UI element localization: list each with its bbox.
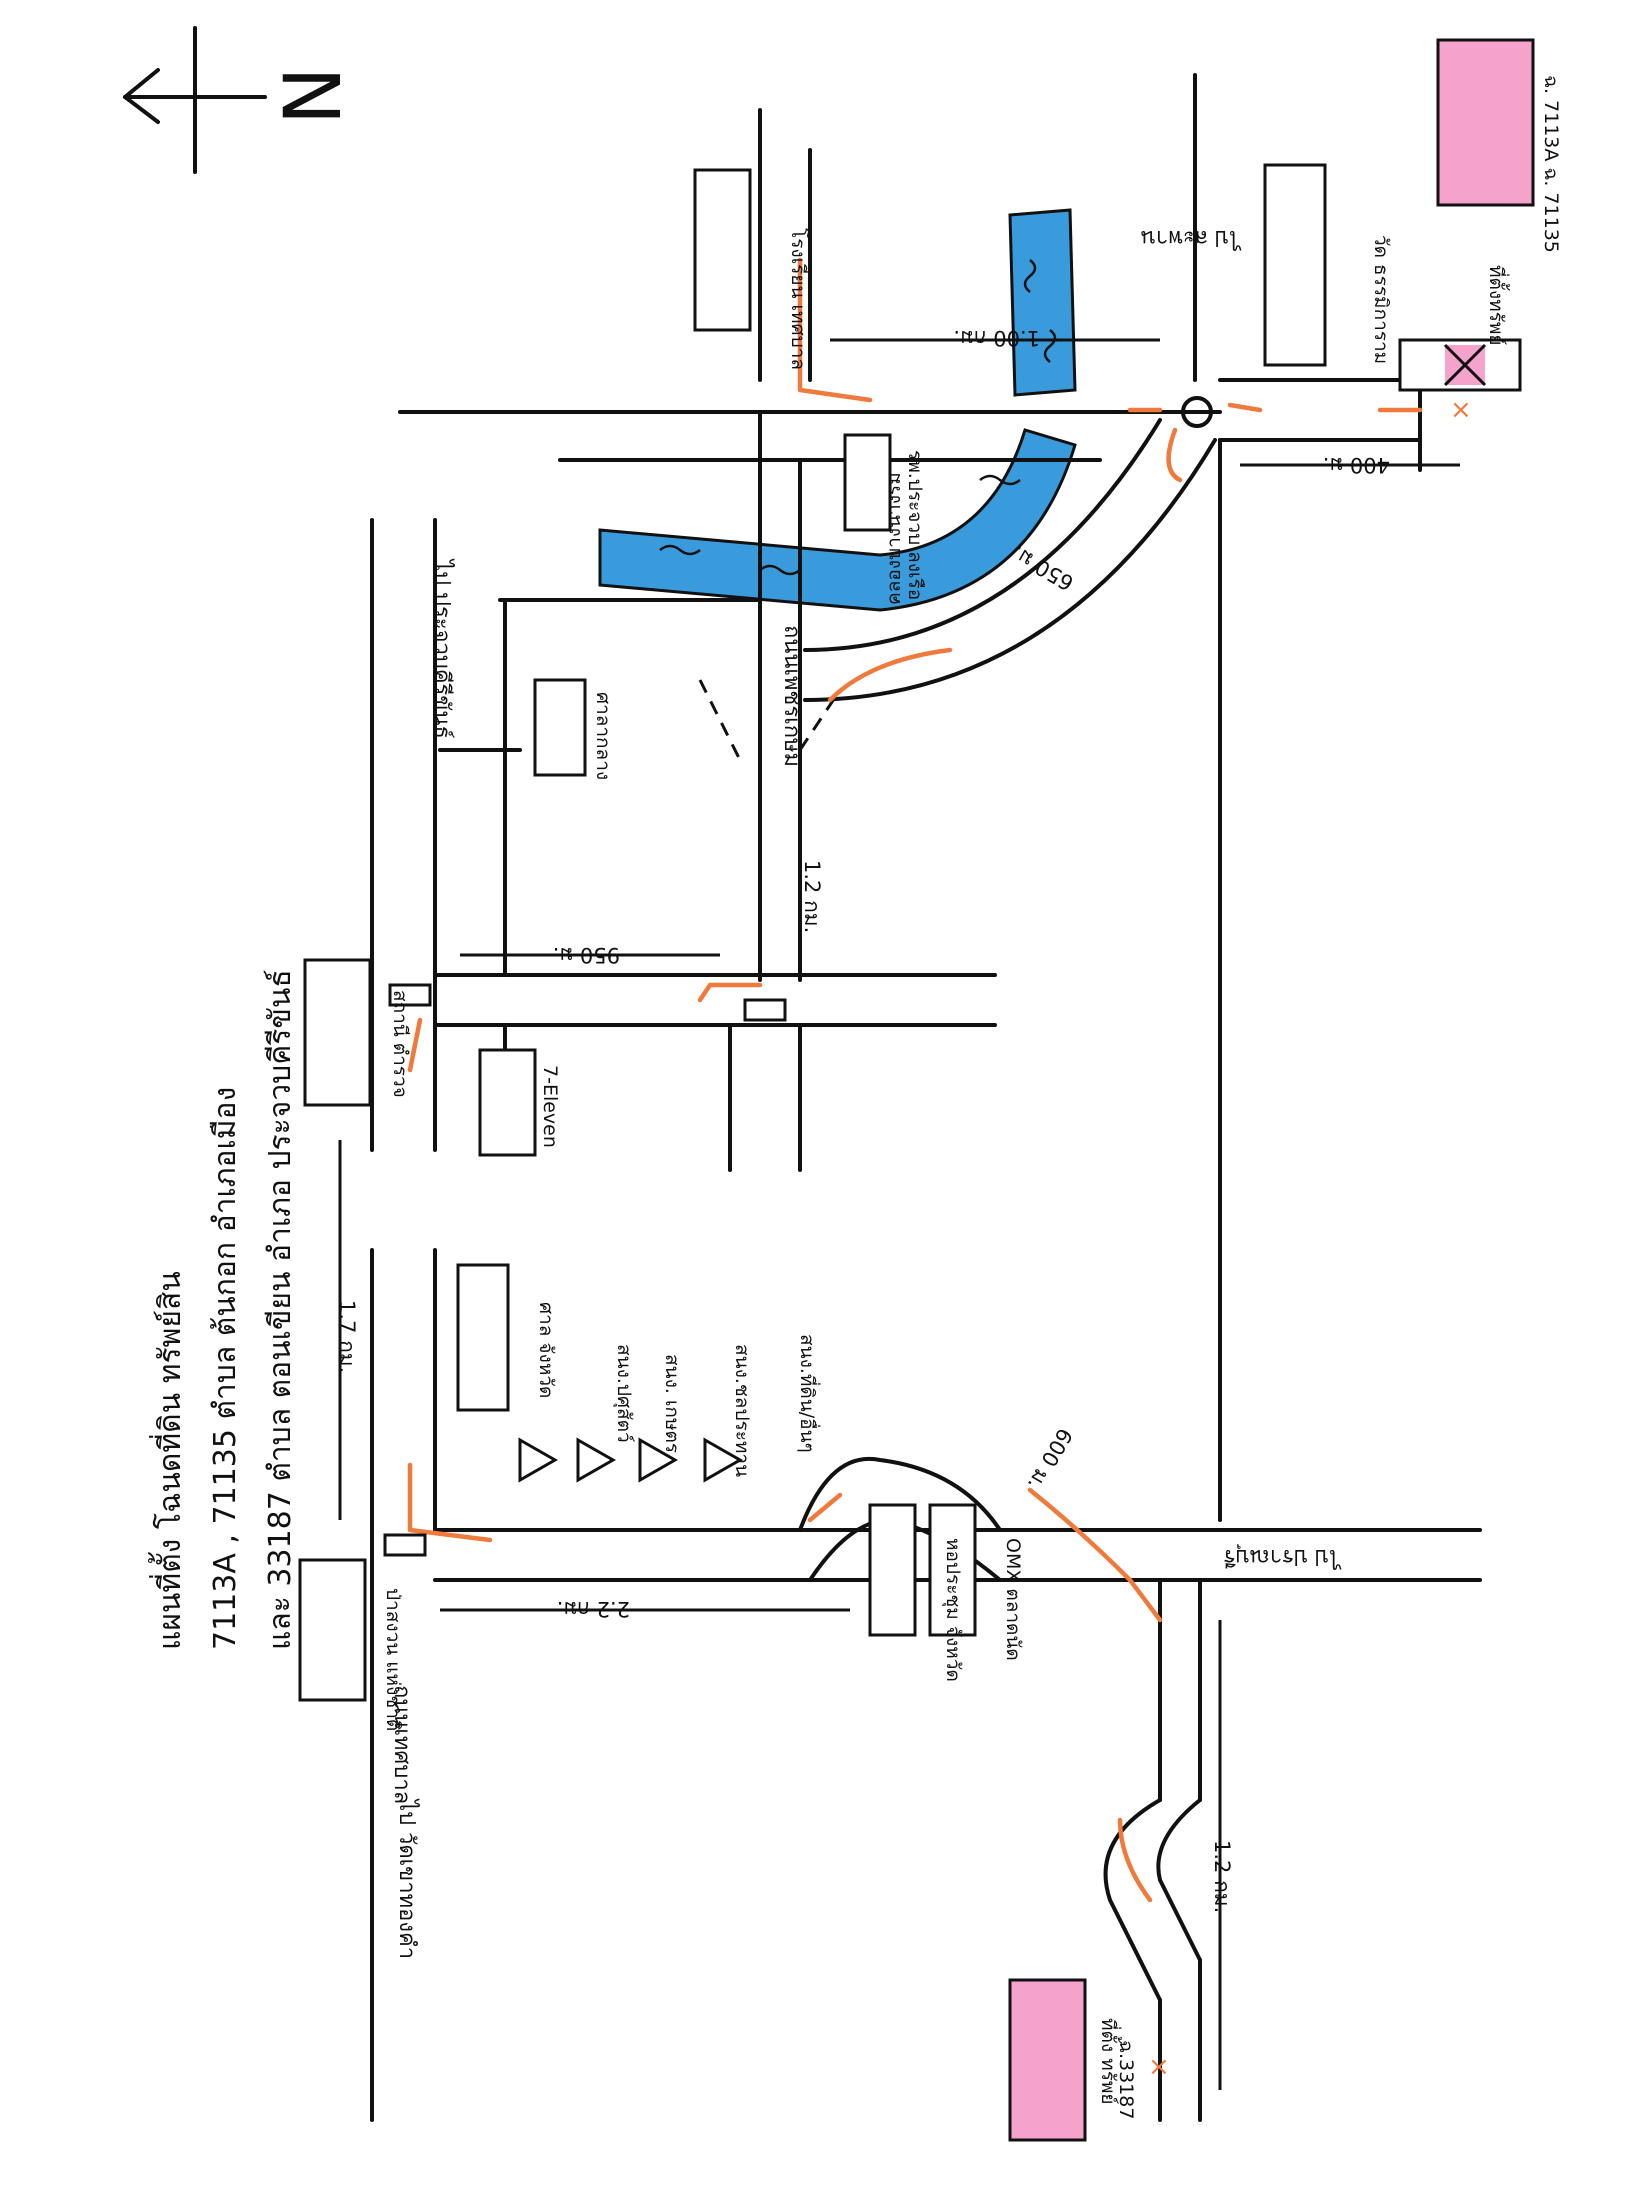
target-top-label: ที่ตั้งทรัพย์ xyxy=(1485,265,1510,346)
title-line-3: และ 33187 ตำบล ตอนเขียน อำเภอ ประจวบคีรี… xyxy=(263,969,298,1650)
target-bottom xyxy=(1008,1978,1087,2142)
landmark-temple: วัด ธรรมิการาม xyxy=(1370,235,1392,364)
landmark-school: โรงเรียน เทศบาล xyxy=(787,228,810,370)
route xyxy=(407,257,1423,1903)
distance-950m: 950 ม. xyxy=(553,943,620,967)
landmark-hospital: รพ.ประจวบ ลงเรือ xyxy=(904,450,926,600)
landmark-market: ศาล จังหวัด xyxy=(535,1302,557,1398)
target-bottom-label: ที่ตั้ง ทรัพย์ xyxy=(1097,2018,1122,2105)
distance-2-2km: 2.2 กม. xyxy=(557,1597,630,1621)
title-block: แผนที่ตั้ง โฉนดที่ดิน ทรัพย์สิน 7113A , … xyxy=(148,969,298,1650)
road-to-saphan: ไป สะพาน xyxy=(1141,225,1242,251)
compass: N xyxy=(123,26,359,174)
office-irrigation: สนง.ชลประทาน xyxy=(731,1344,753,1477)
road-municipal: ถนนเทศบาล xyxy=(389,1685,414,1804)
target-marker-bottom: × xyxy=(1148,2052,1170,2082)
title-line-2: 7113A , 71135 ตำบล ต้นกอก อำเภอเมือง xyxy=(208,1087,243,1650)
distance-1km: 1.00 กม. xyxy=(953,326,1040,350)
title-line-1: แผนที่ตั้ง โฉนดที่ดิน ทรัพย์สิน xyxy=(148,1271,188,1650)
road-to-wat: ไป วัดเขาทองคำ xyxy=(394,1798,420,1959)
distance-600m: 600 ม. xyxy=(1023,1424,1077,1494)
target-top-deeds: ฉ. 7113A ฉ. 71135 xyxy=(1540,75,1562,253)
distance-400m: 400 ม. xyxy=(1323,453,1390,477)
landmark-station: ป่าสงวน แห่งชาติ xyxy=(382,1588,404,1731)
landmark-city-hall: หอประชุม จังหวัด xyxy=(941,1538,964,1682)
distance-1-2km-b: 1.2 กม. xyxy=(1210,1840,1234,1913)
landmarks xyxy=(298,163,1327,1702)
road-main-street: ถนนเพชรเกษม xyxy=(779,625,804,767)
compass-letter: N xyxy=(269,67,359,125)
distance-650m: 650 ม. xyxy=(1008,541,1078,595)
landmark-court: ศาลากลาง xyxy=(592,692,614,780)
target-bottom-deed: ฉ.33187 xyxy=(1115,2040,1137,2119)
river xyxy=(598,208,1077,612)
offices xyxy=(518,1437,744,1483)
dimensions xyxy=(338,338,1460,2090)
road-to-pran: ไป ปราณบุรี xyxy=(1223,1544,1342,1570)
traffic-light xyxy=(383,983,787,1557)
roads xyxy=(370,73,1482,2122)
landmark-omx: OMX ตลาดนัด xyxy=(1002,1538,1024,1661)
distance-1-2km-a: 1.2 กม. xyxy=(800,860,824,933)
office-livestock: สนง.ปศุสัตว์ xyxy=(612,1344,635,1443)
landmark-police: สถานี ตำรวจ xyxy=(389,990,411,1098)
office-agriculture: สนง. เกษตร xyxy=(661,1354,683,1453)
target-marker-top: × xyxy=(1450,395,1472,425)
road-to-prachuap: ไป ประจวบคีรีขันธ์ xyxy=(429,558,455,739)
landmark-seven: 7-Eleven xyxy=(539,1065,561,1148)
distance-1-7km: 1.7 กม. xyxy=(335,1300,359,1373)
office-land: สนง.ที่ดิน/อื่นๆ xyxy=(796,1334,821,1453)
target-top xyxy=(1398,38,1535,392)
